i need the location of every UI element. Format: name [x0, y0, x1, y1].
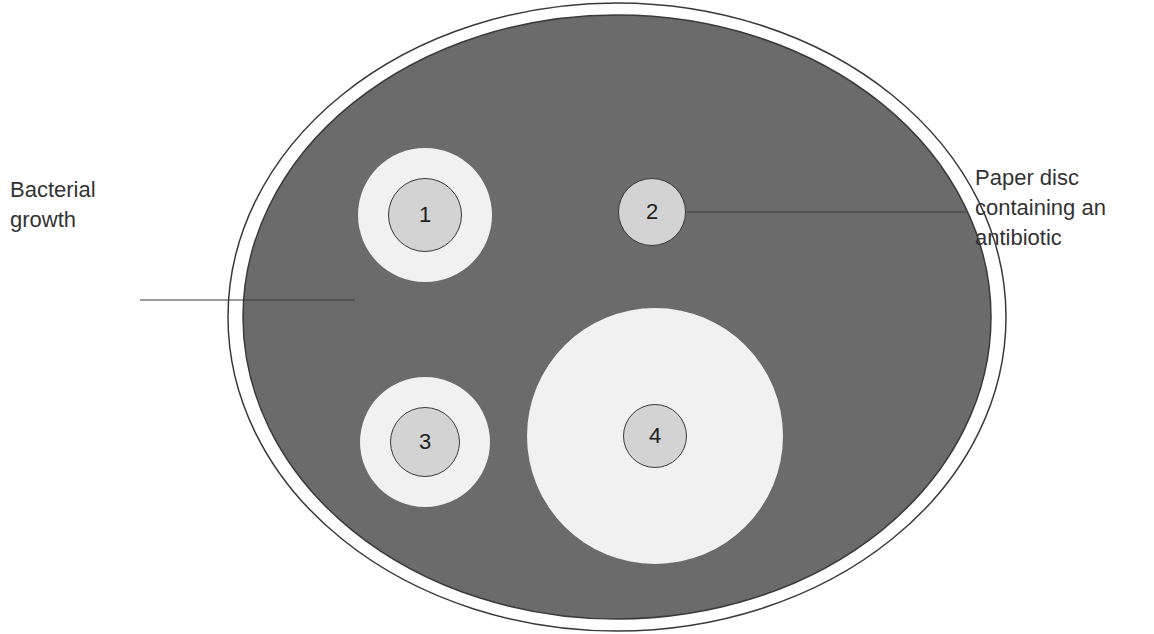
disc-number: 2	[646, 201, 658, 223]
antibiotic-disc: 2	[618, 178, 686, 246]
disc-number: 1	[419, 204, 431, 226]
disc-number: 4	[649, 425, 661, 447]
callout-label: Paper disc containing an antibiotic	[975, 163, 1147, 253]
leader-line	[687, 211, 966, 212]
inhibition-zone	[360, 377, 490, 507]
antibiotic-disc: 4	[623, 404, 687, 468]
antibiotic-disc: 3	[390, 407, 460, 477]
inhibition-zone	[358, 148, 492, 282]
antibiotic-disc: 1	[388, 178, 462, 252]
callout-label: Bacterial growth	[10, 175, 145, 235]
inhibition-zone	[527, 308, 783, 564]
leader-line	[140, 299, 355, 300]
disc-number: 3	[419, 431, 431, 453]
dish-rim	[228, 3, 1006, 631]
bacterial-lawn	[243, 15, 991, 619]
